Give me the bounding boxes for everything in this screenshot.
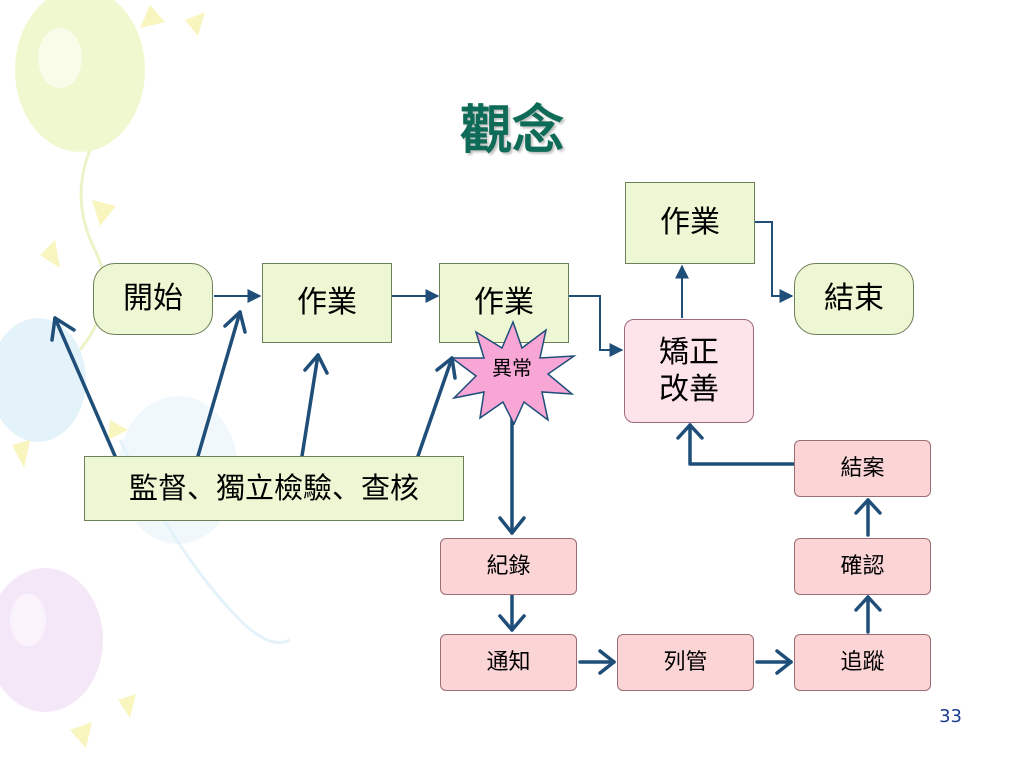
arrow-supervise-to-op2 [416,356,454,458]
corrective-line-1: 矯正 [659,334,719,370]
anomaly-label: 異常 [492,356,532,380]
page-number: 33 [939,706,962,727]
corrective-line-2: 改善 [659,372,719,407]
node-close-case: 結案 [794,440,931,497]
arrow-close-to-correct [688,423,795,466]
node-follow-up: 追蹤 [794,634,931,691]
node-operation-2: 作業 [439,263,569,343]
node-record: 紀錄 [440,538,577,595]
node-confirm: 確認 [794,538,931,595]
node-start: 開始 [93,263,213,335]
node-track-list: 列管 [617,634,754,691]
node-operation-3: 作業 [625,182,755,264]
arrow-op2-to-correct [569,295,624,357]
anomaly-burst [449,320,577,425]
page-title: 觀念 [459,100,564,161]
arrow-supervise-to-start [53,316,117,458]
arrow-supervise-to-op1b [300,353,320,458]
arrow-op3-to-end [755,221,794,303]
node-notify: 通知 [440,634,577,691]
node-supervision: 監督、獨立檢驗、查核 [84,456,464,521]
arrow-supervise-to-op1 [196,310,242,458]
node-operation-1: 作業 [262,263,392,343]
node-end: 結束 [794,263,914,335]
node-corrective-improvement: 矯正 改善 [624,319,754,423]
